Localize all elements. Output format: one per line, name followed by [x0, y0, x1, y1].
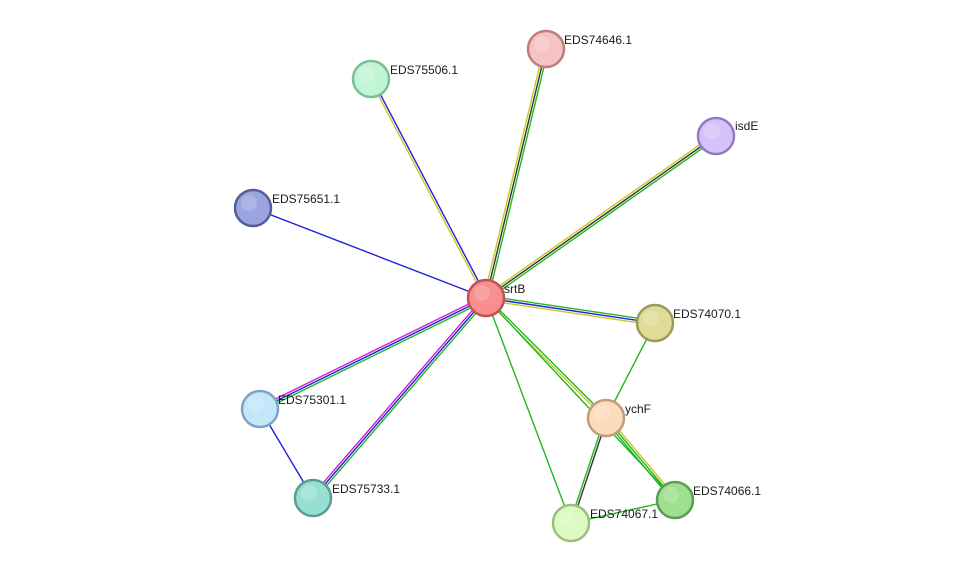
node-circle[interactable]: [635, 303, 675, 343]
node-highlight: [663, 487, 679, 503]
edge-evidence-line: [369, 78, 486, 300]
edge-evidence-line: [483, 47, 545, 299]
node-eds74646-1[interactable]: EDS74646.1: [526, 29, 632, 69]
edge-evidence-line: [260, 299, 488, 412]
edge-evidence-line: [310, 295, 486, 498]
edge-srtb-eds74070-1: [484, 295, 657, 326]
node-label: EDS74646.1: [564, 33, 632, 47]
edge-evidence-line: [484, 299, 656, 326]
edge-evidence-line: [312, 297, 487, 499]
node-circle[interactable]: [655, 480, 695, 520]
node-ychf[interactable]: ychF: [586, 398, 651, 438]
edge-evidence-line: [486, 137, 718, 301]
edge-srtb-eds74646-1: [483, 47, 549, 300]
node-label: ychF: [625, 402, 651, 416]
node-eds74066-1[interactable]: EDS74066.1: [655, 480, 761, 520]
node-highlight: [534, 36, 550, 52]
edge-srtb-eds74067-1: [485, 297, 572, 524]
node-highlight: [559, 510, 575, 526]
node-eds74070-1[interactable]: EDS74070.1: [635, 303, 741, 343]
node-srtb[interactable]: srtB: [466, 278, 525, 318]
node-eds74067-1[interactable]: EDS74067.1: [551, 503, 658, 543]
node-circle[interactable]: [351, 59, 391, 99]
edge-evidence-line: [485, 135, 717, 299]
node-label: EDS75506.1: [390, 63, 458, 77]
node-eds75301-1[interactable]: EDS75301.1: [240, 389, 346, 429]
edge-evidence-line: [485, 295, 657, 322]
node-eds75651-1[interactable]: EDS75651.1: [233, 188, 340, 228]
node-highlight: [474, 285, 490, 301]
edge-srtb-eds75733-1: [310, 295, 489, 501]
node-highlight: [248, 396, 264, 412]
node-circle[interactable]: [233, 188, 273, 228]
edge-srtb-isde: [484, 133, 718, 301]
edge-evidence-line: [258, 295, 486, 408]
node-circle[interactable]: [466, 278, 506, 318]
node-eds75733-1[interactable]: EDS75733.1: [293, 478, 400, 518]
node-circle[interactable]: [240, 389, 280, 429]
node-label: EDS75733.1: [332, 482, 400, 496]
edge-evidence-line: [484, 133, 716, 297]
node-label: isdE: [735, 119, 758, 133]
node-highlight: [359, 66, 375, 82]
node-circle[interactable]: [696, 116, 736, 156]
node-circle[interactable]: [586, 398, 626, 438]
edge-srtb-eds75651-1: [252, 207, 487, 299]
edge-srtb-eds75301-1: [258, 295, 488, 412]
node-isde[interactable]: isdE: [696, 116, 758, 156]
edge-evidence-line: [486, 296, 608, 418]
node-circle[interactable]: [526, 29, 566, 69]
node-highlight: [643, 310, 659, 326]
edge-evidence-line: [487, 48, 549, 300]
edge-evidence-line: [485, 48, 547, 299]
node-label: EDS74066.1: [693, 484, 761, 498]
edge-evidence-line: [485, 297, 572, 524]
node-eds75506-1[interactable]: EDS75506.1: [351, 59, 458, 99]
node-highlight: [594, 405, 610, 421]
node-highlight: [241, 195, 257, 211]
node-highlight: [301, 485, 317, 501]
node-label: EDS75301.1: [278, 393, 346, 407]
node-circle[interactable]: [293, 478, 333, 518]
edge-srtb-eds75506-1: [369, 77, 488, 300]
node-label: EDS74067.1: [590, 507, 658, 521]
node-label: EDS74070.1: [673, 307, 741, 321]
edge-evidence-line: [252, 207, 487, 299]
node-label: EDS75651.1: [272, 192, 340, 206]
node-highlight: [704, 123, 720, 139]
edge-evidence-line: [371, 77, 488, 299]
node-circle[interactable]: [551, 503, 591, 543]
edge-evidence-line: [259, 297, 487, 410]
edge-evidence-line: [313, 298, 489, 501]
node-label: srtB: [504, 282, 525, 296]
edge-evidence-line: [485, 297, 656, 324]
